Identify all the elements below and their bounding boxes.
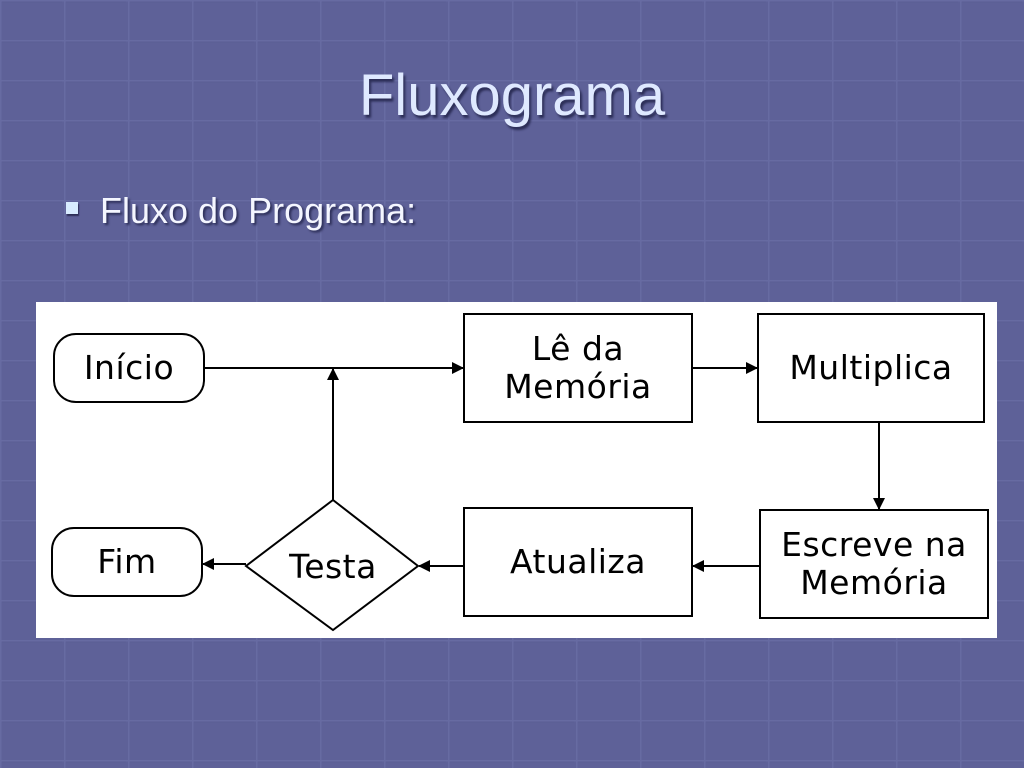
multiplica-label: Multiplica xyxy=(789,348,953,387)
atualiza-label: Atualiza xyxy=(510,542,646,581)
escreve-na-memoria-label-line2: Memória xyxy=(800,563,948,602)
le-da-memoria-label-line2: Memória xyxy=(504,367,652,406)
testa-node: Testa xyxy=(258,538,408,596)
flowchart-canvas xyxy=(51,313,989,632)
escreve-na-memoria-node: Escreve na Memória xyxy=(760,510,988,618)
inicio-label: Início xyxy=(83,348,175,387)
escreve-na-memoria-node-shape xyxy=(759,509,989,619)
le-da-memoria-label-line1: Lê da xyxy=(531,329,625,368)
slide-title: Fluxograma xyxy=(358,63,666,128)
testa-node-shape xyxy=(244,498,420,632)
fim-node: Fim xyxy=(52,528,202,596)
multiplica-node-shape xyxy=(757,313,985,423)
atualiza-node: Atualiza xyxy=(464,508,692,616)
flowchart: Início Lê da Memória Multiplica Escreve … xyxy=(36,302,997,638)
fim-label: Fim xyxy=(97,542,157,581)
multiplica-node: Multiplica xyxy=(758,314,984,422)
le-da-memoria-node: Lê da Memória xyxy=(464,314,692,422)
square-bullet-icon xyxy=(66,202,78,214)
escreve-na-memoria-label-line1: Escreve na xyxy=(781,525,967,564)
inicio-node: Início xyxy=(54,334,204,402)
bullet-text: Fluxo do Programa: xyxy=(100,190,417,231)
testa-label: Testa xyxy=(289,547,377,586)
